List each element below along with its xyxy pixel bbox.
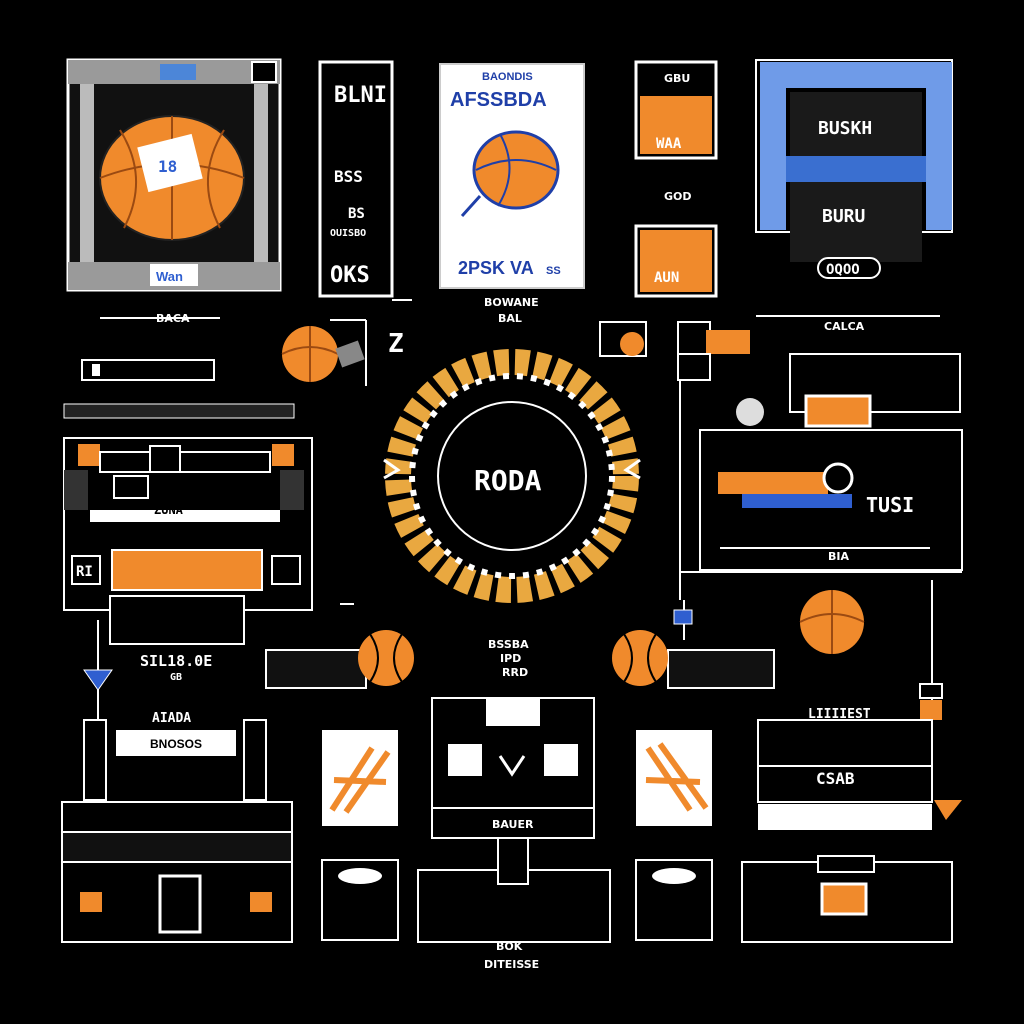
left-score: SIL18.0E — [140, 652, 212, 670]
poster-bottom-text: 2PSK VA — [458, 258, 534, 278]
center-stand-label: BAUER — [492, 818, 534, 831]
jersey-panel: BUSKH BURU OQOO — [755, 59, 953, 279]
orange-top-label: GBU — [664, 72, 690, 85]
tall-card-text-4: OUISBO — [330, 228, 366, 239]
left-mid-label: ZUNA — [154, 503, 184, 517]
left-device: ZUNA RI — [63, 359, 313, 645]
ball-tag: 18 — [158, 157, 177, 176]
jersey-text-1: BUSKH — [818, 118, 872, 139]
left-score-2: GB — [170, 672, 182, 683]
right-header-label: CALCA — [824, 320, 865, 333]
orange-panel-mid: AUN — [634, 224, 718, 298]
basketball-icon — [460, 130, 560, 218]
ball-card: 18 Wan — [66, 58, 282, 292]
orange-top-mid: WAA — [656, 136, 682, 152]
right-stand-title: LIIIIEST — [808, 707, 871, 722]
orange-mid-text: AUN — [654, 270, 679, 286]
left-letters: RI — [76, 564, 93, 580]
label-under-poster: BOWANE — [484, 296, 539, 309]
left-stand-box: BNOSOS — [150, 737, 202, 751]
left-stand-title: AIADA — [152, 711, 191, 726]
bottom-caption-2: DITEISSE — [484, 958, 539, 971]
basketball-icon — [799, 590, 865, 654]
jersey-bottom-text: OQOO — [826, 262, 860, 278]
tall-card-text-2: BSS — [334, 167, 363, 186]
tall-card: BLNI BSS BS OUISBO OKS — [318, 60, 412, 301]
basketball-icon — [358, 630, 414, 686]
jersey-text-2: BURU — [822, 206, 865, 227]
tall-card-text-5: OKS — [330, 263, 370, 288]
center-right-ball-row — [612, 600, 775, 689]
orange-figure-card-right — [635, 730, 713, 941]
basketball-icon — [612, 630, 668, 686]
tall-card-text-1: BLNI — [334, 83, 387, 108]
center-left-ball-row — [265, 603, 414, 689]
right-stand-box: CSAB — [816, 769, 855, 788]
poster-bottom-tail: SS — [546, 265, 561, 277]
left-row-label: BACA — [156, 312, 190, 325]
right-bottom-label: BIA — [828, 550, 849, 563]
orange-mid-label: GOD — [664, 190, 692, 203]
center-word: RODA — [474, 464, 542, 497]
center-small-label-3: RRD — [502, 666, 528, 679]
basketball-icon — [281, 326, 339, 382]
right-mid-label: TUSI — [866, 493, 914, 517]
bottom-caption: BOK — [496, 940, 523, 953]
left-stand: AIADA BNOSOS — [61, 711, 293, 943]
poster-small-text: BAONDIS — [482, 71, 533, 83]
tall-card-text-3: BS — [348, 206, 365, 222]
poster-headline: AFSSBDA — [450, 89, 547, 111]
right-stand: LIIIIEST CSAB — [741, 707, 962, 943]
center-small-label-2: IPD — [500, 652, 521, 665]
center-emblem: RODA — [383, 349, 641, 603]
center-stand: BAUER — [417, 697, 611, 943]
right-device: TUSI BIA — [599, 321, 963, 600]
center-small-label: BSSBA — [488, 638, 529, 651]
orange-figure-card-left — [321, 730, 399, 941]
z-mark: Z — [388, 329, 404, 359]
team-poster: BAONDIS AFSSBDA 2PSK VA SS — [439, 63, 585, 289]
label-under-poster-2: BAL — [498, 312, 522, 325]
left-score-block: SIL18.0E GB — [83, 620, 212, 720]
orange-panel-top: GBU WAA — [634, 60, 718, 160]
ball-card-bottom-tag: Wan — [156, 269, 183, 284]
